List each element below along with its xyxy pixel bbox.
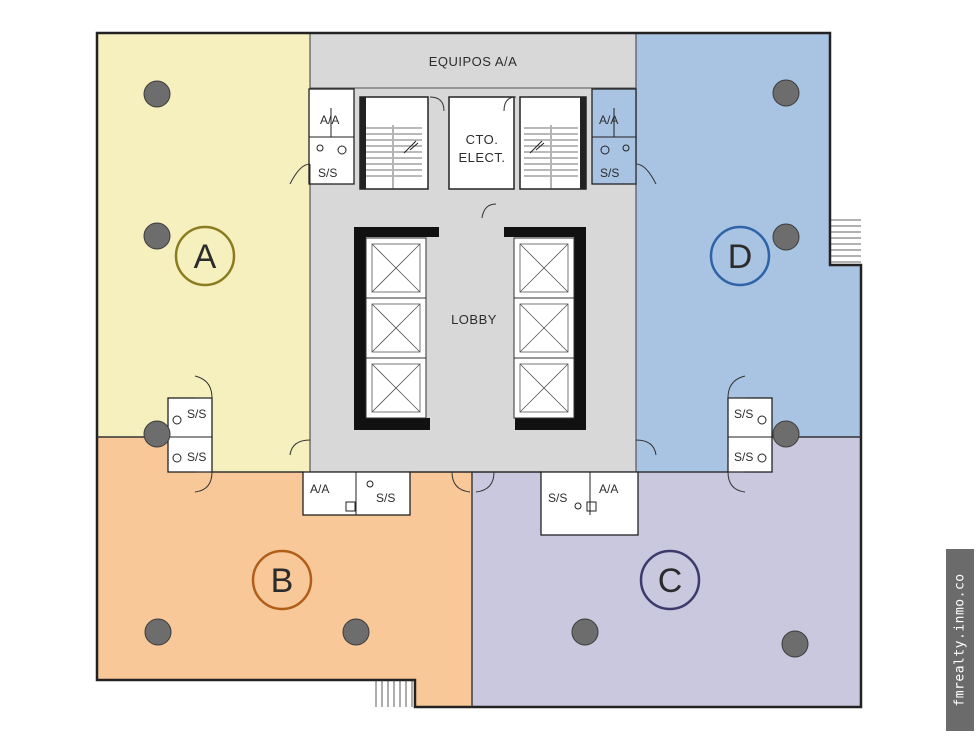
restroom-block-top-right bbox=[591, 88, 637, 185]
zone-d-marker: D bbox=[709, 225, 771, 287]
structural-columns bbox=[143, 79, 809, 658]
elevator-bank-left bbox=[354, 227, 439, 430]
column bbox=[143, 222, 171, 250]
ac-label-bottom-right: A/A bbox=[599, 482, 618, 496]
restroom-label-right-upper: S/S bbox=[734, 407, 753, 421]
column bbox=[342, 618, 370, 646]
elevator-bank-right bbox=[504, 227, 586, 430]
restroom-block-right bbox=[727, 397, 773, 473]
column bbox=[781, 630, 809, 658]
exterior-walls bbox=[95, 31, 863, 709]
stairs-right bbox=[519, 96, 587, 190]
zone-a bbox=[97, 33, 310, 472]
column bbox=[143, 420, 171, 448]
zone-a-marker: A bbox=[174, 225, 236, 287]
restroom-block-bottom-left bbox=[302, 471, 411, 516]
zone-b-marker: B bbox=[251, 549, 313, 611]
ac-label-bottom-left: A/A bbox=[310, 482, 329, 496]
electrical-label-line1: CTO. bbox=[466, 132, 499, 147]
column bbox=[772, 223, 800, 251]
restroom-block-bottom-right bbox=[540, 471, 639, 536]
zone-c bbox=[472, 437, 861, 707]
exterior-steps-right bbox=[830, 219, 861, 263]
restroom-label-bottom-right: S/S bbox=[548, 491, 567, 505]
column bbox=[772, 420, 800, 448]
ac-label-top-right: A/A bbox=[599, 113, 618, 127]
door-swings bbox=[194, 96, 746, 493]
zone-d bbox=[636, 33, 861, 472]
equipment-label: EQUIPOS A/A bbox=[429, 54, 518, 69]
zone-c-letter: C bbox=[658, 562, 683, 600]
exterior-steps-bottom bbox=[375, 680, 413, 707]
restroom-block-left bbox=[167, 397, 213, 473]
restroom-label-top-right: S/S bbox=[600, 166, 619, 180]
restroom-block-top-left bbox=[308, 88, 355, 185]
restroom-label-bottom-left: S/S bbox=[376, 491, 395, 505]
watermark: fmrealty.inmo.co bbox=[946, 549, 974, 731]
zone-b-letter: B bbox=[271, 562, 294, 600]
column bbox=[144, 618, 172, 646]
zone-d-letter: D bbox=[728, 238, 753, 276]
stairs-left bbox=[359, 96, 429, 190]
column bbox=[143, 80, 171, 108]
restroom-label-left-upper: S/S bbox=[187, 407, 206, 421]
restroom-label-right-lower: S/S bbox=[734, 450, 753, 464]
restroom-label-top-left: S/S bbox=[318, 166, 337, 180]
zone-a-letter: A bbox=[194, 238, 217, 276]
zone-b bbox=[97, 437, 472, 707]
ac-label-top-left: A/A bbox=[320, 113, 339, 127]
restroom-label-left-lower: S/S bbox=[187, 450, 206, 464]
column bbox=[571, 618, 599, 646]
electrical-room bbox=[448, 96, 515, 190]
zone-c-marker: C bbox=[639, 549, 701, 611]
watermark-text: fmrealty.inmo.co bbox=[952, 573, 968, 707]
lobby-label: LOBBY bbox=[451, 312, 497, 327]
electrical-label-line2: ELECT. bbox=[458, 150, 505, 165]
column bbox=[772, 79, 800, 107]
